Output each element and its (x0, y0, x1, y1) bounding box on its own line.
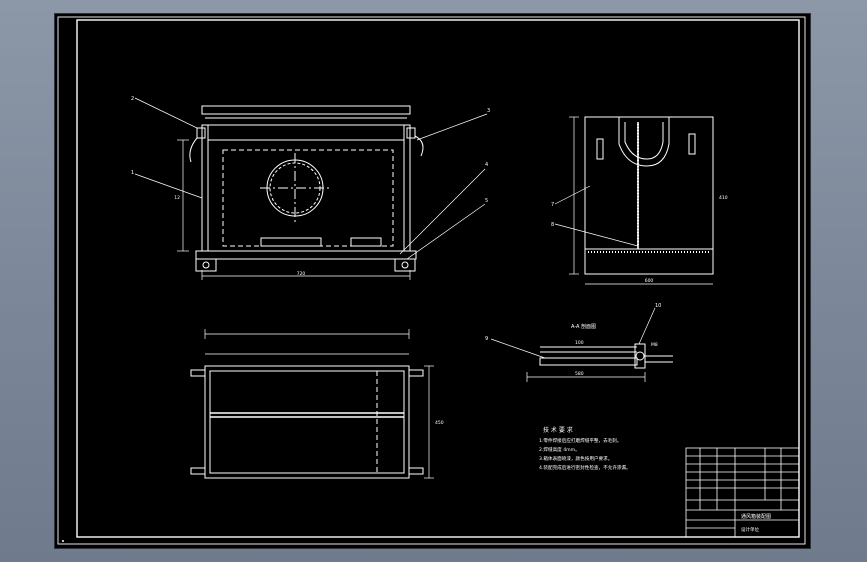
dim-front-bottom: 720 (297, 271, 306, 277)
sheet-outer-border (57, 16, 806, 545)
balloon-side-8: 8 (551, 222, 554, 228)
cad-viewport[interactable]: 720 12 2 1 3 4 5 410 600 8 7 (55, 14, 810, 548)
title-block (685, 447, 800, 538)
notes-line-3: 3.箱体表面喷漆，颜色按用户要求。 (539, 455, 612, 462)
balloon-front-mid-right: 4 (485, 162, 488, 168)
side-view (554, 116, 714, 285)
front-view (134, 97, 488, 280)
balloon-front-top-left: 2 (131, 96, 134, 102)
title-block-company: 设计单位 (741, 526, 759, 533)
balloon-front-top-right: 3 (487, 108, 490, 114)
title-block-drawing-title: 通风箱装配图 (741, 513, 771, 520)
dim-side-bottom: 600 (645, 278, 654, 284)
balloon-front-bottom-right: 5 (485, 198, 488, 204)
notes-line-2: 2.焊缝高度 4mm。 (539, 446, 580, 453)
section-label: A-A 剖面图 (571, 323, 596, 330)
sheet-inner-border (76, 19, 800, 538)
notes-line-4: 4.装配完成后进行密封性检查，不允许渗漏。 (539, 464, 631, 471)
balloon-detail-9: 9 (485, 336, 488, 342)
dim-plan-right: 450 (435, 420, 444, 426)
balloon-front-left: 1 (131, 170, 134, 176)
bolt-note: M8 (651, 342, 658, 348)
notes-title: 技 术 要 求 (543, 426, 573, 434)
dim-front-left: 12 (174, 195, 180, 201)
notes-line-1: 1.零件焊接后应打磨焊缝平整，去毛刺。 (539, 437, 621, 444)
balloon-side-7: 7 (551, 202, 554, 208)
dim-detail-b: 580 (575, 371, 584, 377)
section-detail (490, 307, 673, 382)
cad-drawing: 720 12 2 1 3 4 5 410 600 8 7 (57, 16, 806, 545)
dim-side-height: 410 (719, 195, 728, 201)
corner-marker (62, 540, 64, 542)
plan-view (190, 329, 434, 479)
balloon-detail-10: 10 (655, 303, 661, 309)
dim-detail-a: 100 (575, 340, 584, 346)
